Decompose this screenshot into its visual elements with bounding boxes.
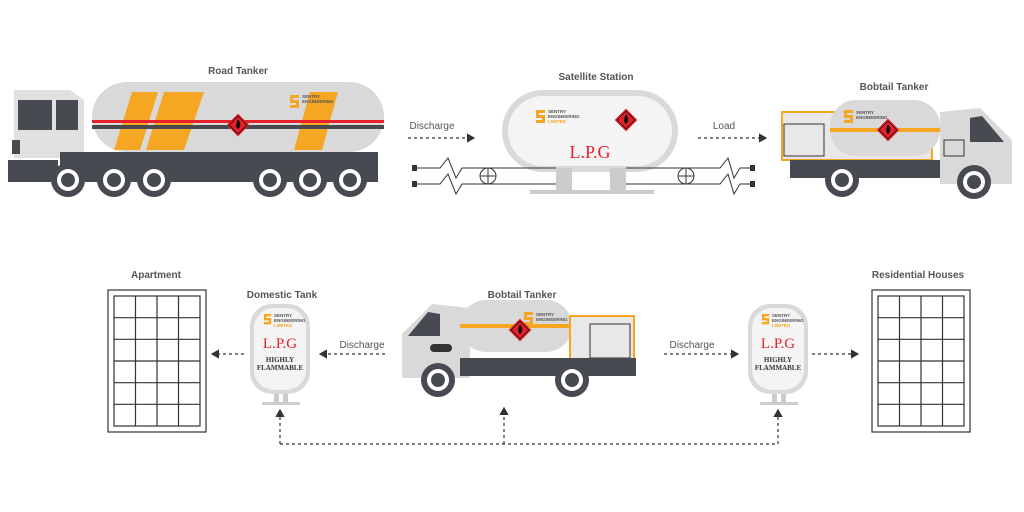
valve-icon xyxy=(677,167,695,185)
residential-houses-building xyxy=(871,289,971,433)
station-pipe-left xyxy=(414,157,556,196)
warning-text: HIGHLY FLAMMABLE xyxy=(754,356,802,372)
sentry-logo-icon xyxy=(524,312,533,325)
domestic-tank-lpg-text: L.P.G xyxy=(760,336,796,352)
domestic-tank-label: Domestic Tank xyxy=(246,290,318,301)
brand-text: SENTRY ENGINEERING LIMITED xyxy=(772,313,804,328)
domestic-tank-right xyxy=(748,304,808,405)
bobtail-tanker-bottom xyxy=(402,300,636,397)
load-label: Load xyxy=(712,121,736,132)
discharge-label: Discharge xyxy=(669,340,715,351)
sentry-logo-icon xyxy=(762,314,770,325)
bobtail-chassis xyxy=(460,358,636,376)
road-tanker xyxy=(8,82,384,197)
residential-houses-label: Residential Houses xyxy=(871,270,965,281)
flow-arrows xyxy=(210,133,860,445)
brand-text: SENTRY ENGINEERING xyxy=(856,110,888,120)
station-lpg-text: L.P.G xyxy=(569,142,611,162)
station-leg xyxy=(610,168,626,190)
discharge-label: Discharge xyxy=(339,340,385,351)
road-tanker-bumper xyxy=(8,160,58,182)
bobtail-tanker-top-label: Bobtail Tanker xyxy=(859,82,929,93)
bobtail-chassis xyxy=(790,160,940,178)
satellite-station-label: Satellite Station xyxy=(558,72,634,83)
domestic-tank-lpg-text: L.P.G xyxy=(262,336,298,352)
station-pipe-right xyxy=(626,156,752,196)
discharge-label: Discharge xyxy=(409,121,455,132)
apartment-building xyxy=(107,289,207,433)
valve-icon xyxy=(479,167,497,185)
station-leg xyxy=(556,168,572,190)
domestic-tank-left xyxy=(250,304,310,405)
road-tanker-window xyxy=(18,100,52,130)
station-base xyxy=(530,190,654,194)
bobtail-cab xyxy=(940,108,1012,184)
brand-text: SENTRY ENGINEERING xyxy=(536,312,568,322)
satellite-station xyxy=(412,90,755,196)
warning-text: HIGHLY FLAMMABLE xyxy=(256,356,304,372)
bobtail-tanker-top xyxy=(781,100,1012,199)
sentry-logo-icon xyxy=(264,314,272,325)
road-tanker-label: Road Tanker xyxy=(208,66,268,77)
sentry-logo-icon xyxy=(290,95,299,108)
bobtail-cab xyxy=(402,304,470,378)
bobtail-box xyxy=(569,315,635,363)
brand-text: SENTRY ENGINEERING xyxy=(302,94,334,104)
sentry-logo-icon xyxy=(844,110,853,123)
brand-text: SENTRY ENGINEERING LIMITED xyxy=(274,313,306,328)
sentry-logo-icon xyxy=(536,110,545,123)
bobtail-tanker-bottom-label: Bobtail Tanker xyxy=(487,290,557,301)
road-tanker-window xyxy=(56,100,78,130)
brand-text: SENTRY ENGINEERING LIMITED xyxy=(548,109,580,124)
apartment-label: Apartment xyxy=(130,270,182,281)
